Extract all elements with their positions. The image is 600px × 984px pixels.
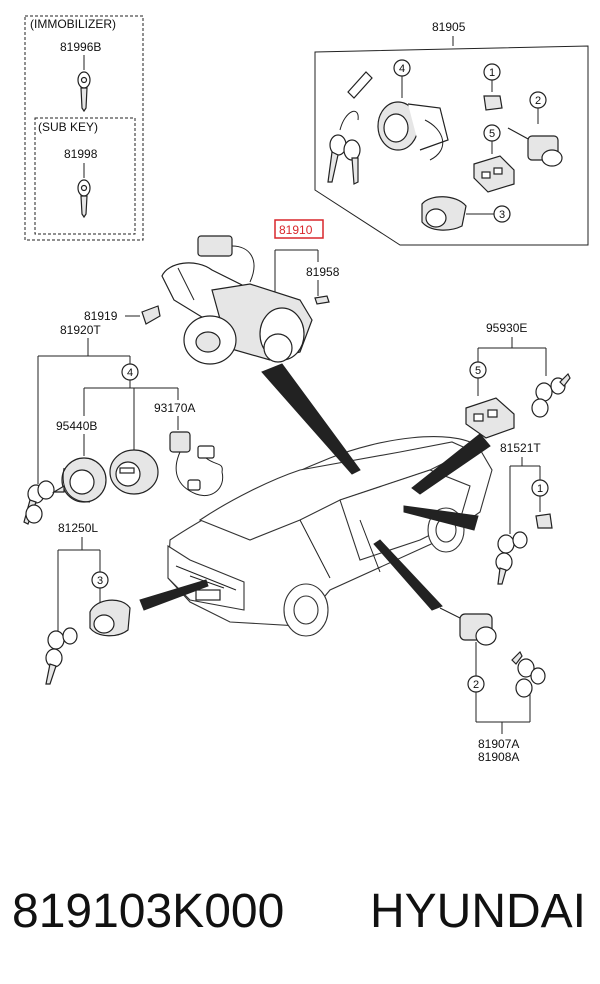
door-lock-81521T: 81521T 1 xyxy=(495,441,553,585)
sub-key-label: (SUB KEY) xyxy=(38,120,98,134)
arrow-module xyxy=(411,433,491,495)
arrow-door xyxy=(403,505,479,531)
immobilizer-box xyxy=(24,15,144,241)
door-lock-cylinder-81907A: 2 81907A 81908A xyxy=(439,607,546,764)
ignition-cylinder-kit-icon xyxy=(377,101,449,161)
sub-key-icon xyxy=(77,179,91,219)
callout-1-kit-text: 1 xyxy=(489,67,495,79)
module-keys-icon xyxy=(531,372,571,418)
label-81919: 81919 xyxy=(84,309,118,323)
sub-key-box xyxy=(34,117,136,235)
lock-module-kit-icon xyxy=(473,155,515,193)
license-plate-icon xyxy=(195,589,221,601)
parts-diagram: (IMMOBILIZER) 81996B (SUB KEY) 81998 819… xyxy=(23,15,589,764)
arrow-ignition xyxy=(261,363,361,475)
highlight-box-81910 xyxy=(274,219,324,239)
lock-module-icon xyxy=(465,397,515,439)
callout-3-kit xyxy=(493,205,511,223)
label-81998: 81998 xyxy=(64,147,98,161)
clip-icon xyxy=(483,95,503,111)
kit-outline xyxy=(314,45,589,246)
steering-lock-body-icon xyxy=(161,262,313,365)
label-95440B: 95440B xyxy=(56,419,97,433)
immobilizer-key-icon xyxy=(77,71,91,113)
cylinder-keys-icon xyxy=(511,650,546,698)
door-clip-icon xyxy=(535,513,553,529)
pointer-arrows xyxy=(139,363,491,611)
callout-4-kit-text: 4 xyxy=(399,63,405,75)
trunk-lock-cylinder-icon xyxy=(89,599,131,637)
immobilizer-antenna-ring-icon xyxy=(61,457,107,503)
ignition-cylinder-icon xyxy=(109,449,159,495)
label-81905: 81905 xyxy=(432,20,466,34)
lock-module-95930E: 95930E 5 xyxy=(465,321,571,439)
part-number-text: 819103K000 xyxy=(12,885,285,938)
callout-2-right-text: 2 xyxy=(473,679,479,691)
trunk-keys-icon xyxy=(45,627,78,685)
immobilizer-key-group: (IMMOBILIZER) 81996B (SUB KEY) 81998 xyxy=(24,15,144,241)
callout-5-right-text: 5 xyxy=(475,365,481,377)
arrow-trunk xyxy=(139,579,209,611)
ignition-switch-icon xyxy=(169,431,224,496)
callout-4-left-text: 4 xyxy=(127,367,133,379)
brand-text: HYUNDAI xyxy=(369,885,586,938)
door-lock-cylinder-icon xyxy=(439,607,497,646)
steering-lock-assembly: 81910 81958 81919 xyxy=(84,219,340,365)
label-81907A: 81907A xyxy=(478,737,519,751)
arrow-door-cylinder xyxy=(373,539,443,611)
label-93170A: 93170A xyxy=(154,401,195,415)
footer: 819103K000 HYUNDAI xyxy=(0,872,600,952)
callout-5-kit-text: 5 xyxy=(489,128,495,140)
label-81920T: 81920T xyxy=(60,323,101,337)
connector-icon xyxy=(197,235,233,257)
callout-1-right-text: 1 xyxy=(537,483,543,495)
ignition-key-set-81920T: 81920T 4 95440B 93170A xyxy=(23,323,224,525)
bolt-icon xyxy=(314,295,330,305)
door-lock-cylinder-kit-icon xyxy=(507,127,563,167)
label-81521T: 81521T xyxy=(500,441,541,455)
kit-keys-icon xyxy=(327,71,373,185)
screw-icon xyxy=(141,305,161,325)
label-95930E: 95930E xyxy=(486,321,527,335)
lock-kit-81905: 81905 4 1 2 xyxy=(314,20,589,246)
callout-3-left-text: 3 xyxy=(97,575,103,587)
label-81908A: 81908A xyxy=(478,750,519,764)
label-81250L: 81250L xyxy=(58,521,98,535)
ignition-keys-left-icon xyxy=(23,480,65,525)
immobilizer-label: (IMMOBILIZER) xyxy=(30,17,116,31)
callout-2-kit-text: 2 xyxy=(535,95,541,107)
callout-3-kit-text: 3 xyxy=(499,209,505,221)
label-81958: 81958 xyxy=(306,265,340,279)
trunk-lock-81250L: 81250L 3 xyxy=(45,521,131,685)
door-keys-icon xyxy=(495,531,528,585)
label-81910: 81910 xyxy=(279,223,313,237)
label-81996B: 81996B xyxy=(60,40,101,54)
trunk-lock-kit-icon xyxy=(421,196,467,231)
